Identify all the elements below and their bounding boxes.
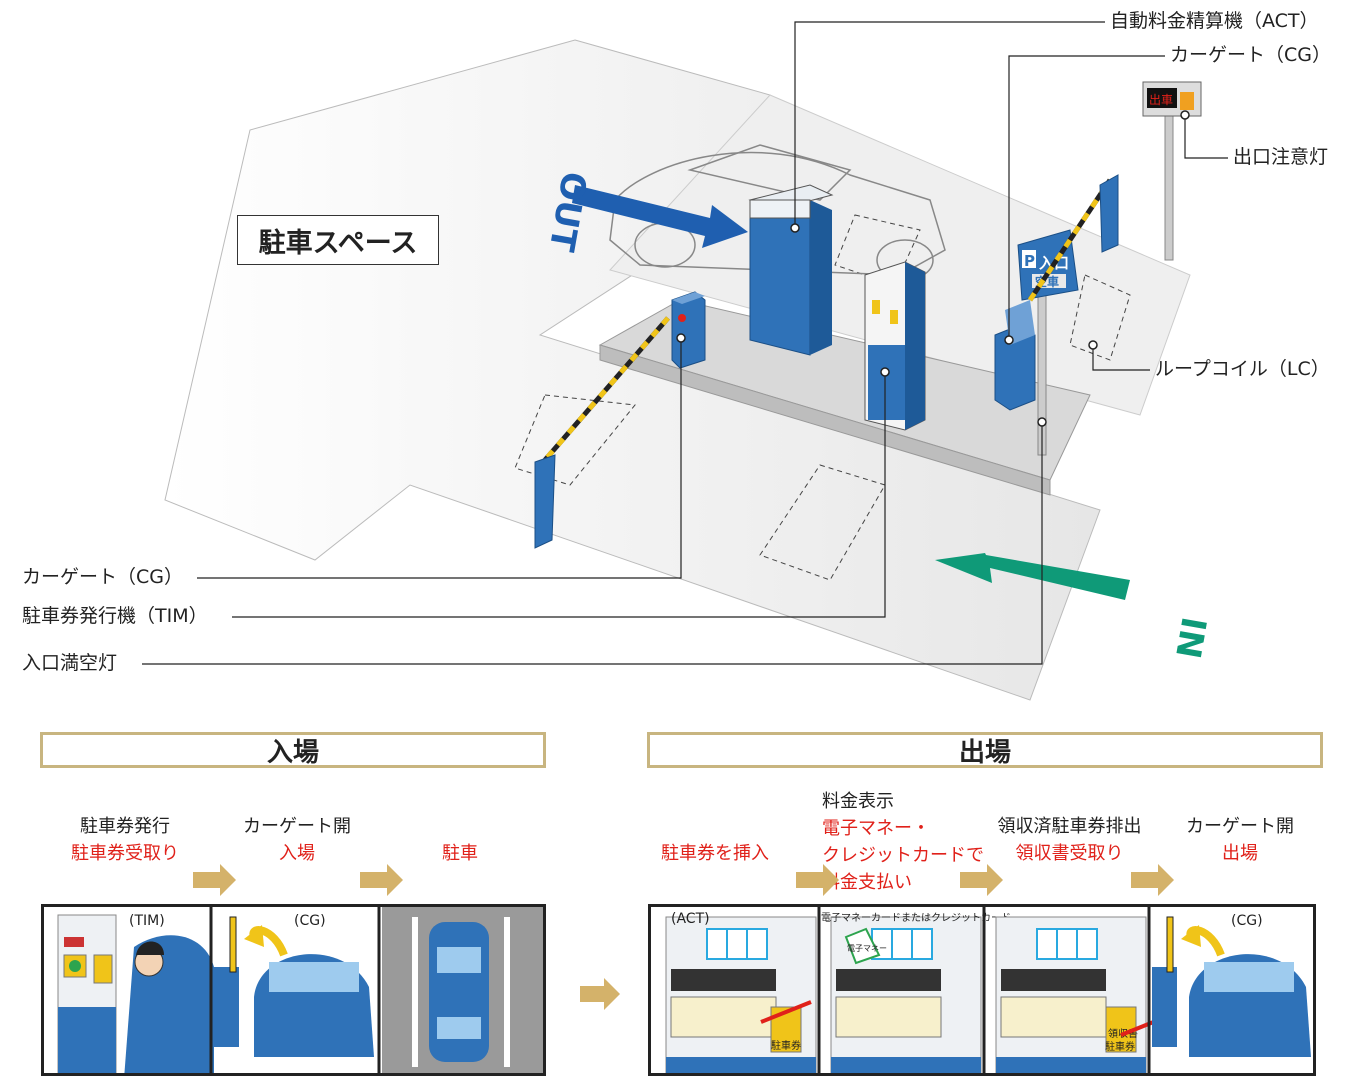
- label-tim: 駐車券発行機（TIM）: [22, 605, 208, 627]
- loop-coil: [514, 394, 636, 486]
- step-arrow: [580, 978, 620, 1010]
- loop-coil: [1069, 274, 1131, 361]
- exit-step-4-black: カーゲート開: [1186, 816, 1294, 837]
- entry-step-3-red: 駐車: [442, 843, 478, 864]
- section-entry: 入場: [40, 732, 546, 768]
- exit-step-1-red: 駐車券を挿入: [661, 843, 769, 864]
- loop-coil: [759, 464, 886, 581]
- leader-lines: [142, 21, 1228, 665]
- label-act: 自動料金精算機（ACT）: [1110, 10, 1319, 32]
- in-arrow: [935, 553, 1130, 600]
- panel-ticket-label: 駐車券: [771, 1039, 801, 1052]
- exit-step-2-red: 電子マネー・ クレジットカードで 料金支払い: [822, 818, 984, 893]
- panel-tim-label: (TIM): [129, 913, 165, 929]
- tim-machine: [671, 291, 706, 369]
- exit-step-4: カーゲート開 出場: [1170, 813, 1310, 867]
- sign-p: P: [1024, 252, 1035, 270]
- label-cg-top: カーゲート（CG）: [1170, 44, 1331, 66]
- entry-panels: (TIM) (CG): [41, 904, 546, 1076]
- panel-cg2-label: (CG): [1231, 913, 1263, 929]
- exit-step-3: 領収済駐車券排出 領収書受取り: [982, 813, 1157, 867]
- label-cg-bottom: カーゲート（CG）: [22, 566, 183, 588]
- entry-step-2-red: 入場: [279, 843, 315, 864]
- entry-step-2: カーゲート開 入場: [232, 813, 362, 867]
- step-arrow: [1131, 864, 1174, 896]
- exit-step-3-black: 領収済駐車券排出: [997, 816, 1142, 837]
- island-side: [599, 344, 1051, 496]
- exit-panels: (ACT) 駐車券 電子マネー 電子マネーカードまたはクレジットカード 領収書 …: [648, 904, 1316, 1076]
- exit-warning-light: 出車: [1142, 81, 1202, 261]
- exit-step-2-black: 料金表示: [822, 791, 894, 812]
- step-arrow: [360, 864, 403, 896]
- parking-layout-diagram: P 入口 空車 出車 OUT IN: [142, 21, 1228, 701]
- entry-step-1-red: 駐車券受取り: [71, 843, 179, 864]
- out-arrow: [572, 185, 748, 248]
- panel-act-label: (ACT): [671, 911, 710, 927]
- pay-station: [864, 261, 926, 431]
- exit-step-3-red: 領収書受取り: [1015, 843, 1124, 864]
- parking-space-label: 駐車スペース: [237, 215, 439, 265]
- exit-sign-text: 出車: [1149, 93, 1173, 107]
- panel-cg1-label: (CG): [294, 913, 326, 929]
- in-arrow-label: IN: [1167, 614, 1214, 661]
- exit-step-1: 駐車券を挿入: [640, 840, 790, 867]
- car-outline: [609, 144, 946, 281]
- label-loop-coil: ループコイル（LC）: [1155, 358, 1330, 380]
- entry-step-1: 駐車券発行 駐車券受取り: [60, 813, 190, 867]
- section-exit: 出場: [647, 732, 1323, 768]
- label-entrance-full-light: 入口満空灯: [22, 652, 118, 674]
- exit-step-2: 料金表示 電子マネー・ クレジットカードで 料金支払い: [822, 788, 984, 896]
- exit-step-4-red: 出場: [1222, 843, 1258, 864]
- panel-emoney-caption: 電子マネーカードまたはクレジットカード: [821, 912, 1011, 924]
- exit-gate-arm: [1027, 174, 1119, 302]
- entry-step-2-black: カーゲート開: [243, 816, 351, 837]
- label-exit-warning-light: 出口注意灯: [1233, 146, 1329, 168]
- entry-step-3: 駐車: [400, 840, 520, 867]
- panel-ticket-label-2: 駐車券: [1105, 1040, 1135, 1053]
- step-arrow: [193, 864, 236, 896]
- panel-emoney-card: 電子マネー: [847, 944, 887, 953]
- entry-step-1-black: 駐車券発行: [80, 816, 170, 837]
- exit-gate-box: [994, 300, 1036, 411]
- act-machine: [748, 184, 834, 356]
- entry-gate-arm: [534, 316, 670, 549]
